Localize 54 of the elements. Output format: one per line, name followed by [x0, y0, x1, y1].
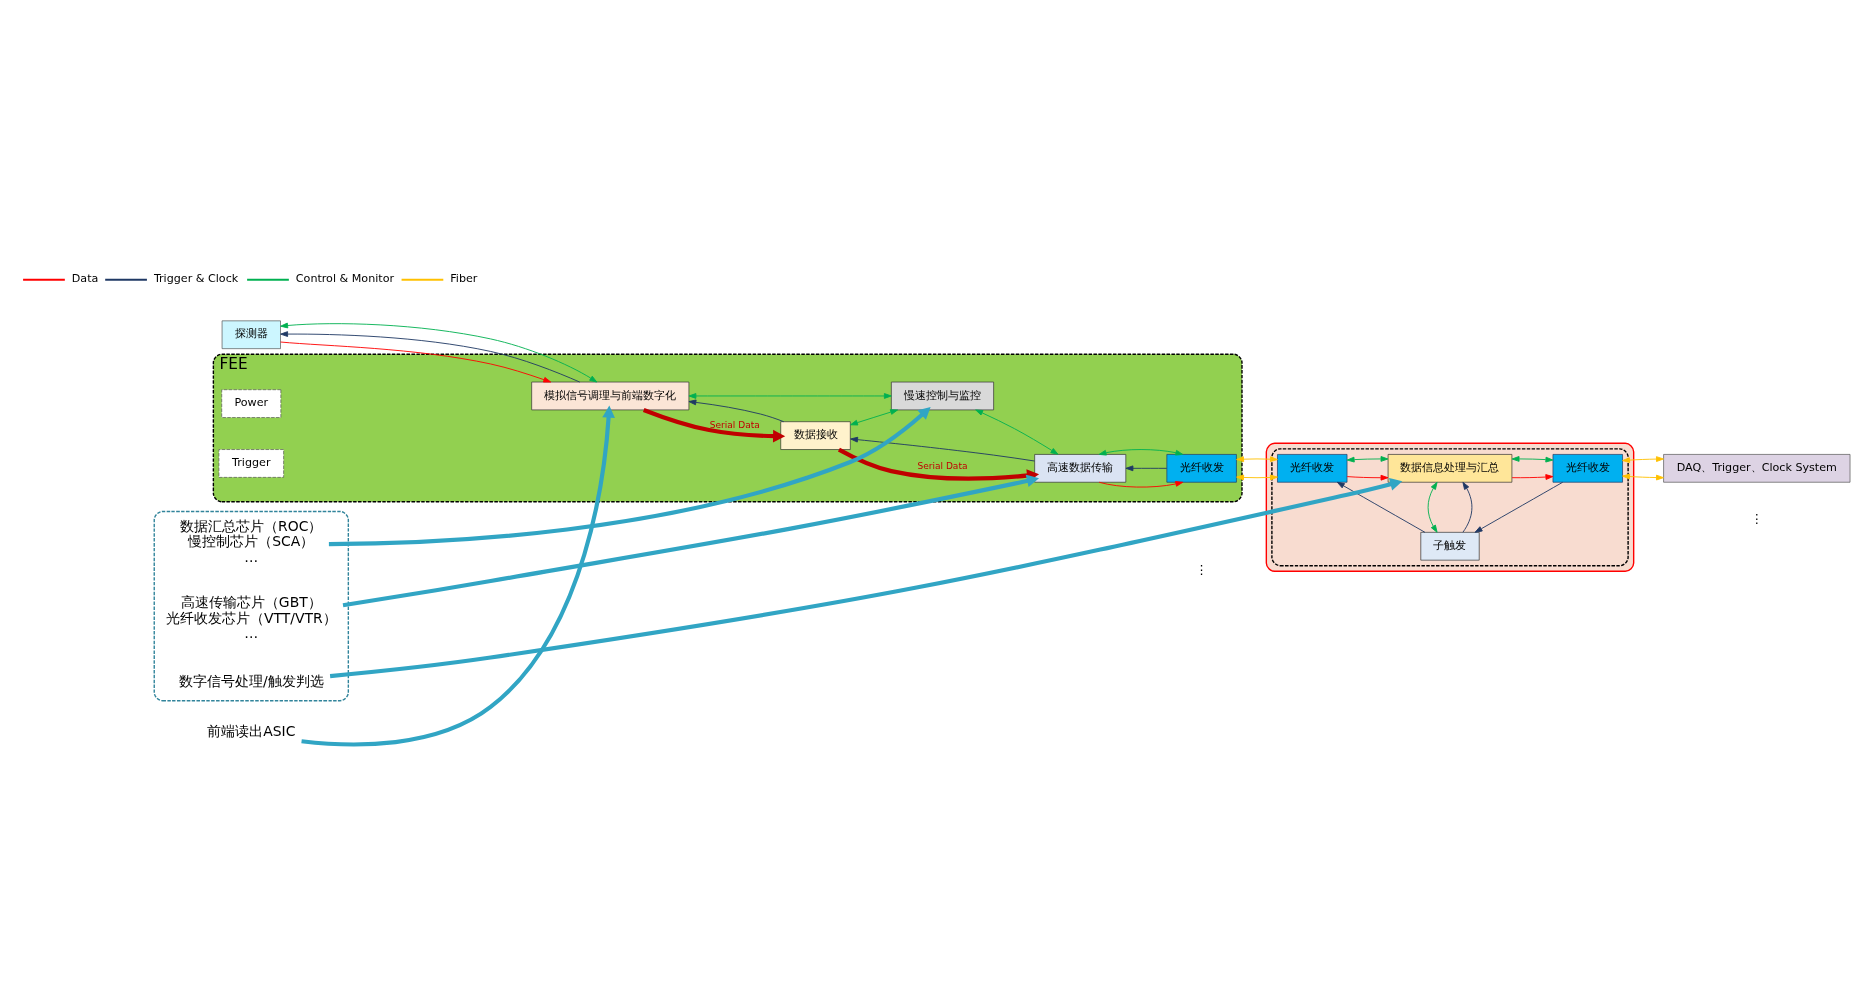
node-box: 探测器	[221, 319, 281, 349]
node-box: 光纤收发	[1277, 453, 1348, 483]
node-box: 数据接收	[780, 420, 851, 450]
arrow	[688, 399, 785, 422]
node-text: 高速传输芯片（GBT） 光纤收发芯片（VTT/VTR） …	[165, 593, 337, 641]
edge-label: Serial Data	[709, 419, 760, 430]
arrow	[1236, 455, 1278, 462]
arrow	[1125, 464, 1168, 471]
node-box: Trigger	[218, 448, 284, 478]
arrow	[642, 407, 786, 442]
arrow	[280, 341, 552, 382]
arrow	[1336, 481, 1426, 533]
node-text: 数据汇总芯片（ROC） 慢控制芯片（SCA） …	[180, 517, 323, 565]
label: ⋮	[1750, 510, 1764, 526]
arrow	[1622, 455, 1664, 463]
edge-label: Serial Data	[917, 460, 968, 471]
arrow	[850, 436, 1035, 461]
arrow	[301, 405, 615, 746]
arrow	[1462, 481, 1473, 533]
node-box: 慢速控制与监控	[891, 381, 994, 410]
legend-label: Control & Monitor	[295, 271, 395, 285]
legend-label: Trigger & Clock	[153, 271, 239, 285]
arrow	[1511, 455, 1554, 462]
arrow	[342, 474, 1039, 607]
arrow	[1427, 481, 1438, 533]
label: ⋮	[1195, 561, 1208, 577]
legend-label: Fiber	[450, 271, 478, 285]
arrow	[1236, 474, 1278, 480]
arrow	[1346, 474, 1389, 481]
arrow	[1622, 473, 1664, 480]
arrow	[328, 406, 931, 546]
arrow	[1098, 448, 1184, 456]
legend-label: Data	[71, 271, 99, 285]
arrow	[688, 392, 892, 399]
arrow	[1098, 480, 1184, 488]
node-box: 子触发	[1420, 531, 1480, 560]
arrow	[1346, 455, 1389, 462]
cluster	[153, 510, 350, 701]
arrow	[1474, 481, 1564, 533]
arrow	[850, 408, 899, 425]
node-text: 数字信号处理/触发判选	[178, 672, 324, 689]
node-box: DAQ、Trigger、Clock System	[1663, 453, 1851, 483]
arrow	[975, 408, 1059, 455]
arrow	[280, 322, 598, 382]
node-box: 模拟信号调理与前端数字化	[531, 381, 690, 410]
node-box: 光纤收发	[1552, 453, 1623, 483]
node-box: 光纤收发	[1166, 453, 1237, 483]
node-box: 数据信息处理与汇总	[1387, 453, 1513, 483]
node-box: 高速数据传输	[1034, 453, 1127, 483]
arrow	[280, 330, 581, 382]
arrow	[329, 477, 1403, 678]
node-box: Power	[221, 388, 282, 418]
arrow	[1511, 473, 1554, 480]
node-text: 前端读出ASIC	[207, 722, 296, 739]
